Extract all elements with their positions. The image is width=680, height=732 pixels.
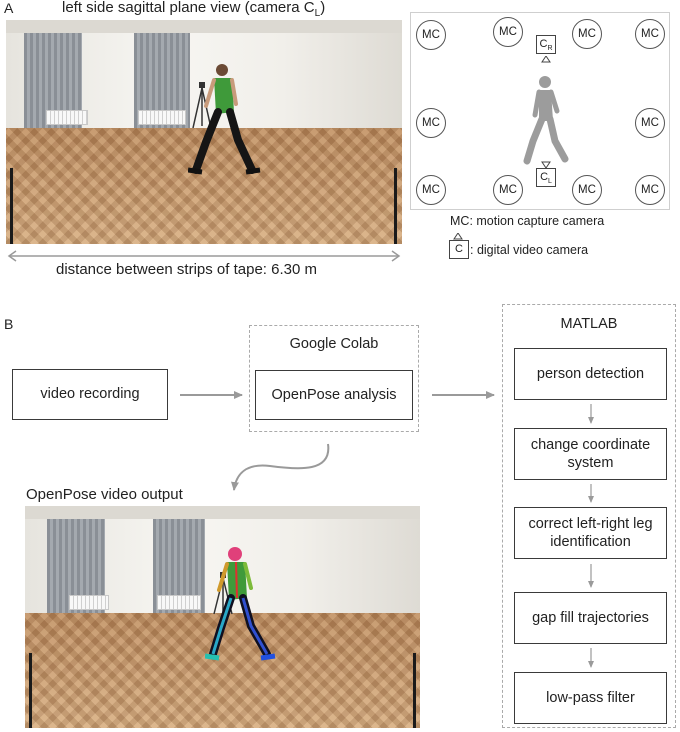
photo-a-title-subscript: L <box>314 8 321 19</box>
motion-capture-camera: MC <box>416 20 446 50</box>
legend-video-camera: : digital video camera <box>470 243 589 257</box>
motion-capture-camera: MC <box>493 175 523 205</box>
video-camera-left: CL <box>536 168 556 187</box>
tripod-icon <box>192 82 212 129</box>
google-colab-title: Google Colab <box>289 336 379 352</box>
motion-capture-room-layout: MC MC MC MC MC MC MC MC MC MC CR CL <box>410 12 670 210</box>
openpose-analysis-box: OpenPose analysis <box>255 370 413 420</box>
matlab-group <box>502 304 676 728</box>
motion-capture-camera: MC <box>635 19 665 49</box>
matlab-step-low-pass-filter: low-pass filter <box>514 672 667 724</box>
panel-a-label: A <box>4 0 14 16</box>
motion-capture-camera: MC <box>416 108 446 138</box>
tape-strip-right <box>413 652 416 728</box>
walking-figure-icon <box>523 76 569 165</box>
motion-capture-camera: MC <box>493 17 523 47</box>
room-ceiling <box>6 20 402 34</box>
legend-motion-capture: MC: motion capture camera <box>450 214 605 228</box>
tape-strip-left <box>10 167 13 244</box>
distance-label: distance between strips of tape: 6.30 m <box>56 261 317 278</box>
walking-person <box>188 64 261 175</box>
matlab-step-gap-fill-trajectories: gap fill trajectories <box>514 592 667 644</box>
photo-a-title-prefix: left side sagittal plane view (camera C <box>62 0 315 16</box>
panel-b-label: B <box>4 316 14 332</box>
motion-capture-camera: MC <box>572 19 602 49</box>
openpose-output-title: OpenPose video output <box>26 486 183 503</box>
video-camera-right: CR <box>536 35 556 54</box>
openpose-skeleton-person <box>205 547 276 661</box>
radiator-left <box>69 594 109 611</box>
openpose-output-photo <box>25 506 420 728</box>
legend-camera-icon: C <box>449 240 469 259</box>
radiator-center <box>138 109 186 126</box>
camera-left-lens-icon <box>541 161 551 168</box>
matlab-step-person-detection: person detection <box>514 348 667 400</box>
tape-strip-left <box>29 652 32 728</box>
motion-capture-camera: MC <box>635 108 665 138</box>
video-recording-box: video recording <box>12 369 168 420</box>
photo-a-title-suffix: ) <box>320 0 326 16</box>
google-colab-group <box>249 325 419 432</box>
photo-a-title: left side sagittal plane view (camera CL… <box>62 0 325 19</box>
motion-capture-camera: MC <box>572 175 602 205</box>
matlab-step-correct-leg-identification: correct left-right leg identification <box>514 507 667 559</box>
matlab-step-change-coordinate-system: change coordinate system <box>514 428 667 480</box>
radiator-left <box>46 109 88 126</box>
legend-camera-lens-icon <box>453 233 463 240</box>
radiator-center <box>157 594 201 611</box>
arrow-openpose-to-output <box>231 443 330 491</box>
matlab-title: MATLAB <box>560 316 618 332</box>
sagittal-view-photo <box>6 20 402 244</box>
room-ceiling <box>25 506 420 520</box>
camera-right-lens-icon <box>541 56 551 63</box>
tape-strip-right <box>394 167 397 244</box>
motion-capture-camera: MC <box>635 175 665 205</box>
motion-capture-camera: MC <box>416 175 446 205</box>
